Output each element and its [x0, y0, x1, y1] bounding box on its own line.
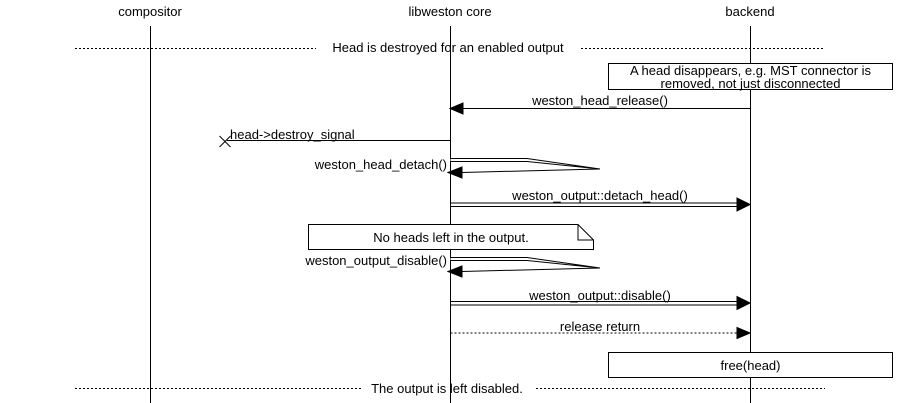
arrow-output-disable-self — [446, 257, 601, 278]
divider-top-label: Head is destroyed for an enabled output — [332, 40, 564, 55]
actor-label-compositor: compositor — [118, 4, 182, 19]
arrowhead-left — [448, 102, 464, 115]
lost-message-x-icon — [219, 135, 231, 148]
actor-label-backend: backend — [725, 4, 775, 19]
arrowhead-right — [736, 295, 752, 311]
note-head-disappears: A head disappears, e.g. MST connector is… — [608, 63, 893, 90]
note-no-heads-left-box — [308, 224, 594, 250]
arrow-detach-head — [450, 197, 752, 212]
arrow-output-disable — [450, 295, 752, 311]
arrowhead-right — [736, 326, 752, 340]
note-line-1: A head disappears, e.g. MST connector is — [629, 62, 872, 78]
arrowhead-left — [446, 166, 463, 179]
message-label-head-detach: weston_head_detach() — [314, 157, 447, 172]
arrow-release-return — [450, 326, 752, 340]
arrowhead-right — [736, 197, 752, 212]
message-label-output-disable-self: weston_output_disable() — [305, 253, 447, 268]
divider-bottom-label: The output is left disabled. — [371, 381, 523, 396]
message-label-destroy-signal: head->destroy_signal — [230, 127, 355, 142]
arrow-head-release — [448, 102, 751, 115]
note-line-2: removed, not just disconnected — [660, 75, 841, 91]
arrow-destroy-signal — [219, 135, 451, 148]
arrow-head-detach-self — [446, 158, 601, 179]
note-no-heads-left: No heads left in the output. — [373, 229, 529, 245]
message-label-head-release: weston_head_release() — [532, 93, 668, 108]
arrowhead-left — [446, 265, 463, 278]
action-free-head: free(head) — [720, 357, 781, 373]
message-label-output-disable: weston_output::disable() — [529, 288, 671, 303]
message-label-release-return: release return — [559, 319, 641, 334]
note-head-disappears-box — [608, 63, 893, 90]
message-label-detach-head: weston_output::detach_head() — [512, 188, 688, 203]
action-free-head-box — [608, 352, 893, 378]
actor-label-libweston-core: libweston core — [408, 4, 492, 19]
